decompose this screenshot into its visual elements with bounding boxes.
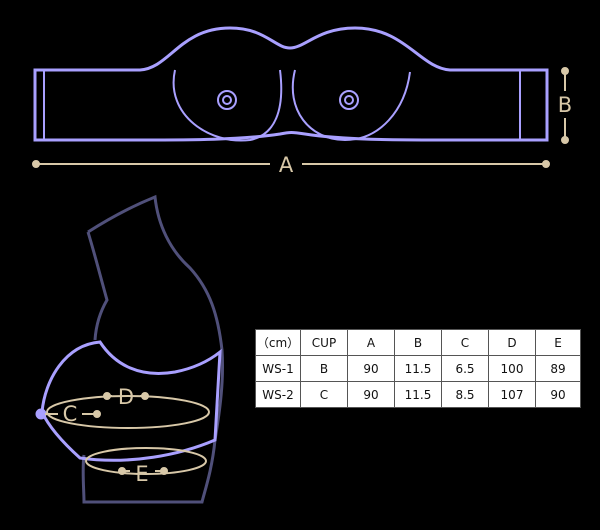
- table-cell: 11.5: [394, 381, 442, 408]
- body-side-outline: [81, 194, 225, 504]
- table-cell: WS-1: [255, 355, 301, 382]
- dimension-a-label: A: [279, 153, 294, 177]
- dimension-e-label: E: [135, 462, 148, 486]
- table-row: WS-1 B 90 11.5 6.5 100 89: [255, 355, 581, 382]
- table-cell: 90: [347, 355, 395, 382]
- size-table-header: （cm） CUP A B C D E: [255, 329, 581, 356]
- table-cell: 89: [535, 355, 581, 382]
- header-cell-unit: （cm）: [255, 329, 301, 356]
- table-cell: WS-2: [255, 381, 301, 408]
- table-cell: 107: [488, 381, 536, 408]
- table-cell: 11.5: [394, 355, 442, 382]
- header-cell-b: B: [394, 329, 442, 356]
- dimension-d-label: D: [118, 385, 134, 409]
- header-cell-e: E: [535, 329, 581, 356]
- table-cell: 90: [347, 381, 395, 408]
- header-cell-cup: CUP: [300, 329, 348, 356]
- dimension-a: [32, 160, 550, 168]
- header-cell-c: C: [441, 329, 489, 356]
- table-cell: B: [300, 355, 348, 382]
- header-cell-d: D: [488, 329, 536, 356]
- dimension-d: [46, 392, 210, 429]
- garment-side-outline: [40, 340, 222, 462]
- dimension-e: [85, 447, 207, 475]
- table-cell: C: [300, 381, 348, 408]
- dimension-c: [35, 408, 101, 420]
- dimension-b: [561, 67, 569, 144]
- strap-outline: [33, 26, 549, 142]
- table-cell: 8.5: [441, 381, 489, 408]
- size-table: （cm） CUP A B C D E WS-1 B 90 11.5 6.5 10…: [255, 329, 581, 408]
- dimension-c-label: C: [63, 402, 78, 426]
- table-cell: 6.5: [441, 355, 489, 382]
- table-row: WS-2 C 90 11.5 8.5 107 90: [255, 381, 581, 408]
- table-cell: 100: [488, 355, 536, 382]
- table-cell: 90: [535, 381, 581, 408]
- dimension-b-label: B: [558, 93, 572, 117]
- header-cell-a: A: [347, 329, 395, 356]
